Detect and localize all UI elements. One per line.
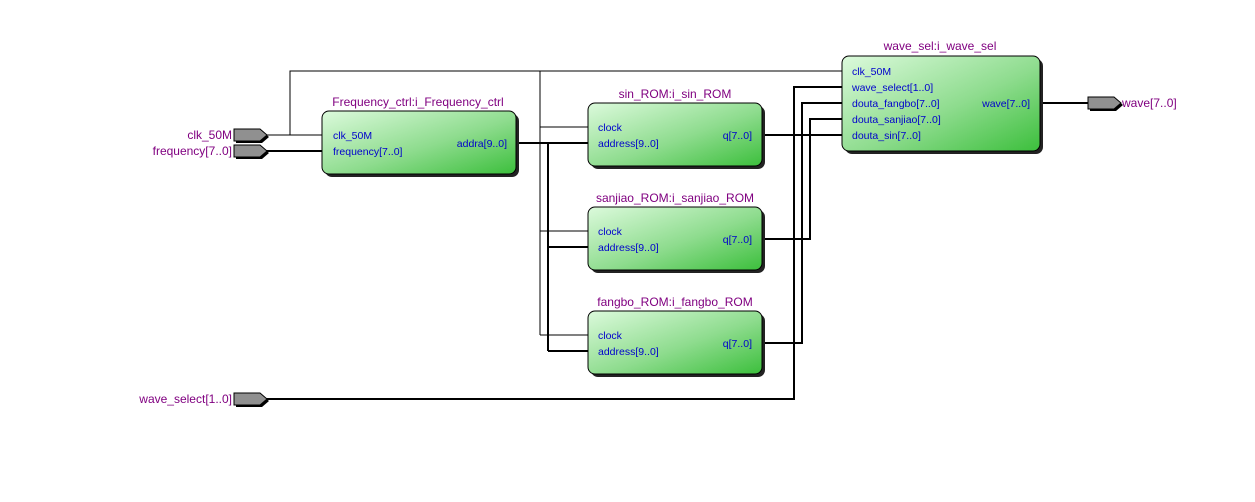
pin-arrow-icon <box>233 392 268 406</box>
block-title: fangbo_ROM:i_fangbo_ROM <box>597 295 752 309</box>
wire-fangbo-q <box>763 102 842 344</box>
port-in: address[9..0] <box>598 242 659 254</box>
port-out: q[7..0] <box>723 130 752 142</box>
port-in: clk_50M <box>333 130 372 142</box>
output-pin-label: wave[7..0] <box>1121 96 1177 110</box>
block-fangbo-rom[interactable]: fangbo_ROM:i_fangbo_ROM clock address[9.… <box>587 295 765 377</box>
port-in: frequency[7..0] <box>333 146 403 158</box>
port-in: clock <box>598 330 623 342</box>
block-title: wave_sel:i_wave_sel <box>883 39 997 53</box>
block-title: Frequency_ctrl:i_Frequency_ctrl <box>332 95 503 109</box>
port-in: wave_select[1..0] <box>851 82 933 94</box>
port-in: douta_sin[7..0] <box>852 130 921 142</box>
port-in: address[9..0] <box>598 138 659 150</box>
pin-arrow-icon <box>233 144 268 158</box>
block-frequency-ctrl[interactable]: Frequency_ctrl:i_Frequency_ctrl clk_50M … <box>321 95 519 177</box>
input-pin-frequency[interactable]: frequency[7..0] <box>153 144 269 159</box>
port-out: q[7..0] <box>723 234 752 246</box>
block-sanjiao-rom[interactable]: sanjiao_ROM:i_sanjiao_ROM clock address[… <box>587 191 765 273</box>
port-in: douta_fangbo[7..0] <box>852 98 940 110</box>
port-in: clk_50M <box>852 66 891 78</box>
pin-arrow-icon <box>1087 96 1122 110</box>
wire-sanjiao-q <box>763 118 842 240</box>
input-pin-label: frequency[7..0] <box>153 144 232 158</box>
pin-arrow-icon <box>233 128 268 142</box>
wire-wave-select <box>266 86 842 400</box>
block-sin-rom[interactable]: sin_ROM:i_sin_ROM clock address[9..0] q[… <box>587 87 765 169</box>
wire-clk-top-bus <box>289 70 842 135</box>
port-out: wave[7..0] <box>981 98 1030 110</box>
block-wave-sel[interactable]: wave_sel:i_wave_sel clk_50M wave_select[… <box>841 39 1043 154</box>
port-in: clock <box>598 226 623 238</box>
port-in: address[9..0] <box>598 346 659 358</box>
output-pin-wave[interactable]: wave[7..0] <box>1087 96 1177 111</box>
input-pin-label: clk_50M <box>187 128 232 142</box>
input-pin-clk[interactable]: clk_50M <box>187 128 269 143</box>
port-in: clock <box>598 122 623 134</box>
wires <box>266 70 1088 400</box>
input-pin-wave-select[interactable]: wave_select[1..0] <box>138 392 269 407</box>
port-in: douta_sanjiao[7..0] <box>852 114 941 126</box>
input-pin-label: wave_select[1..0] <box>138 392 232 406</box>
port-out: q[7..0] <box>723 338 752 350</box>
port-out: addra[9..0] <box>457 138 507 150</box>
block-title: sanjiao_ROM:i_sanjiao_ROM <box>596 191 754 205</box>
block-title: sin_ROM:i_sin_ROM <box>619 87 732 101</box>
